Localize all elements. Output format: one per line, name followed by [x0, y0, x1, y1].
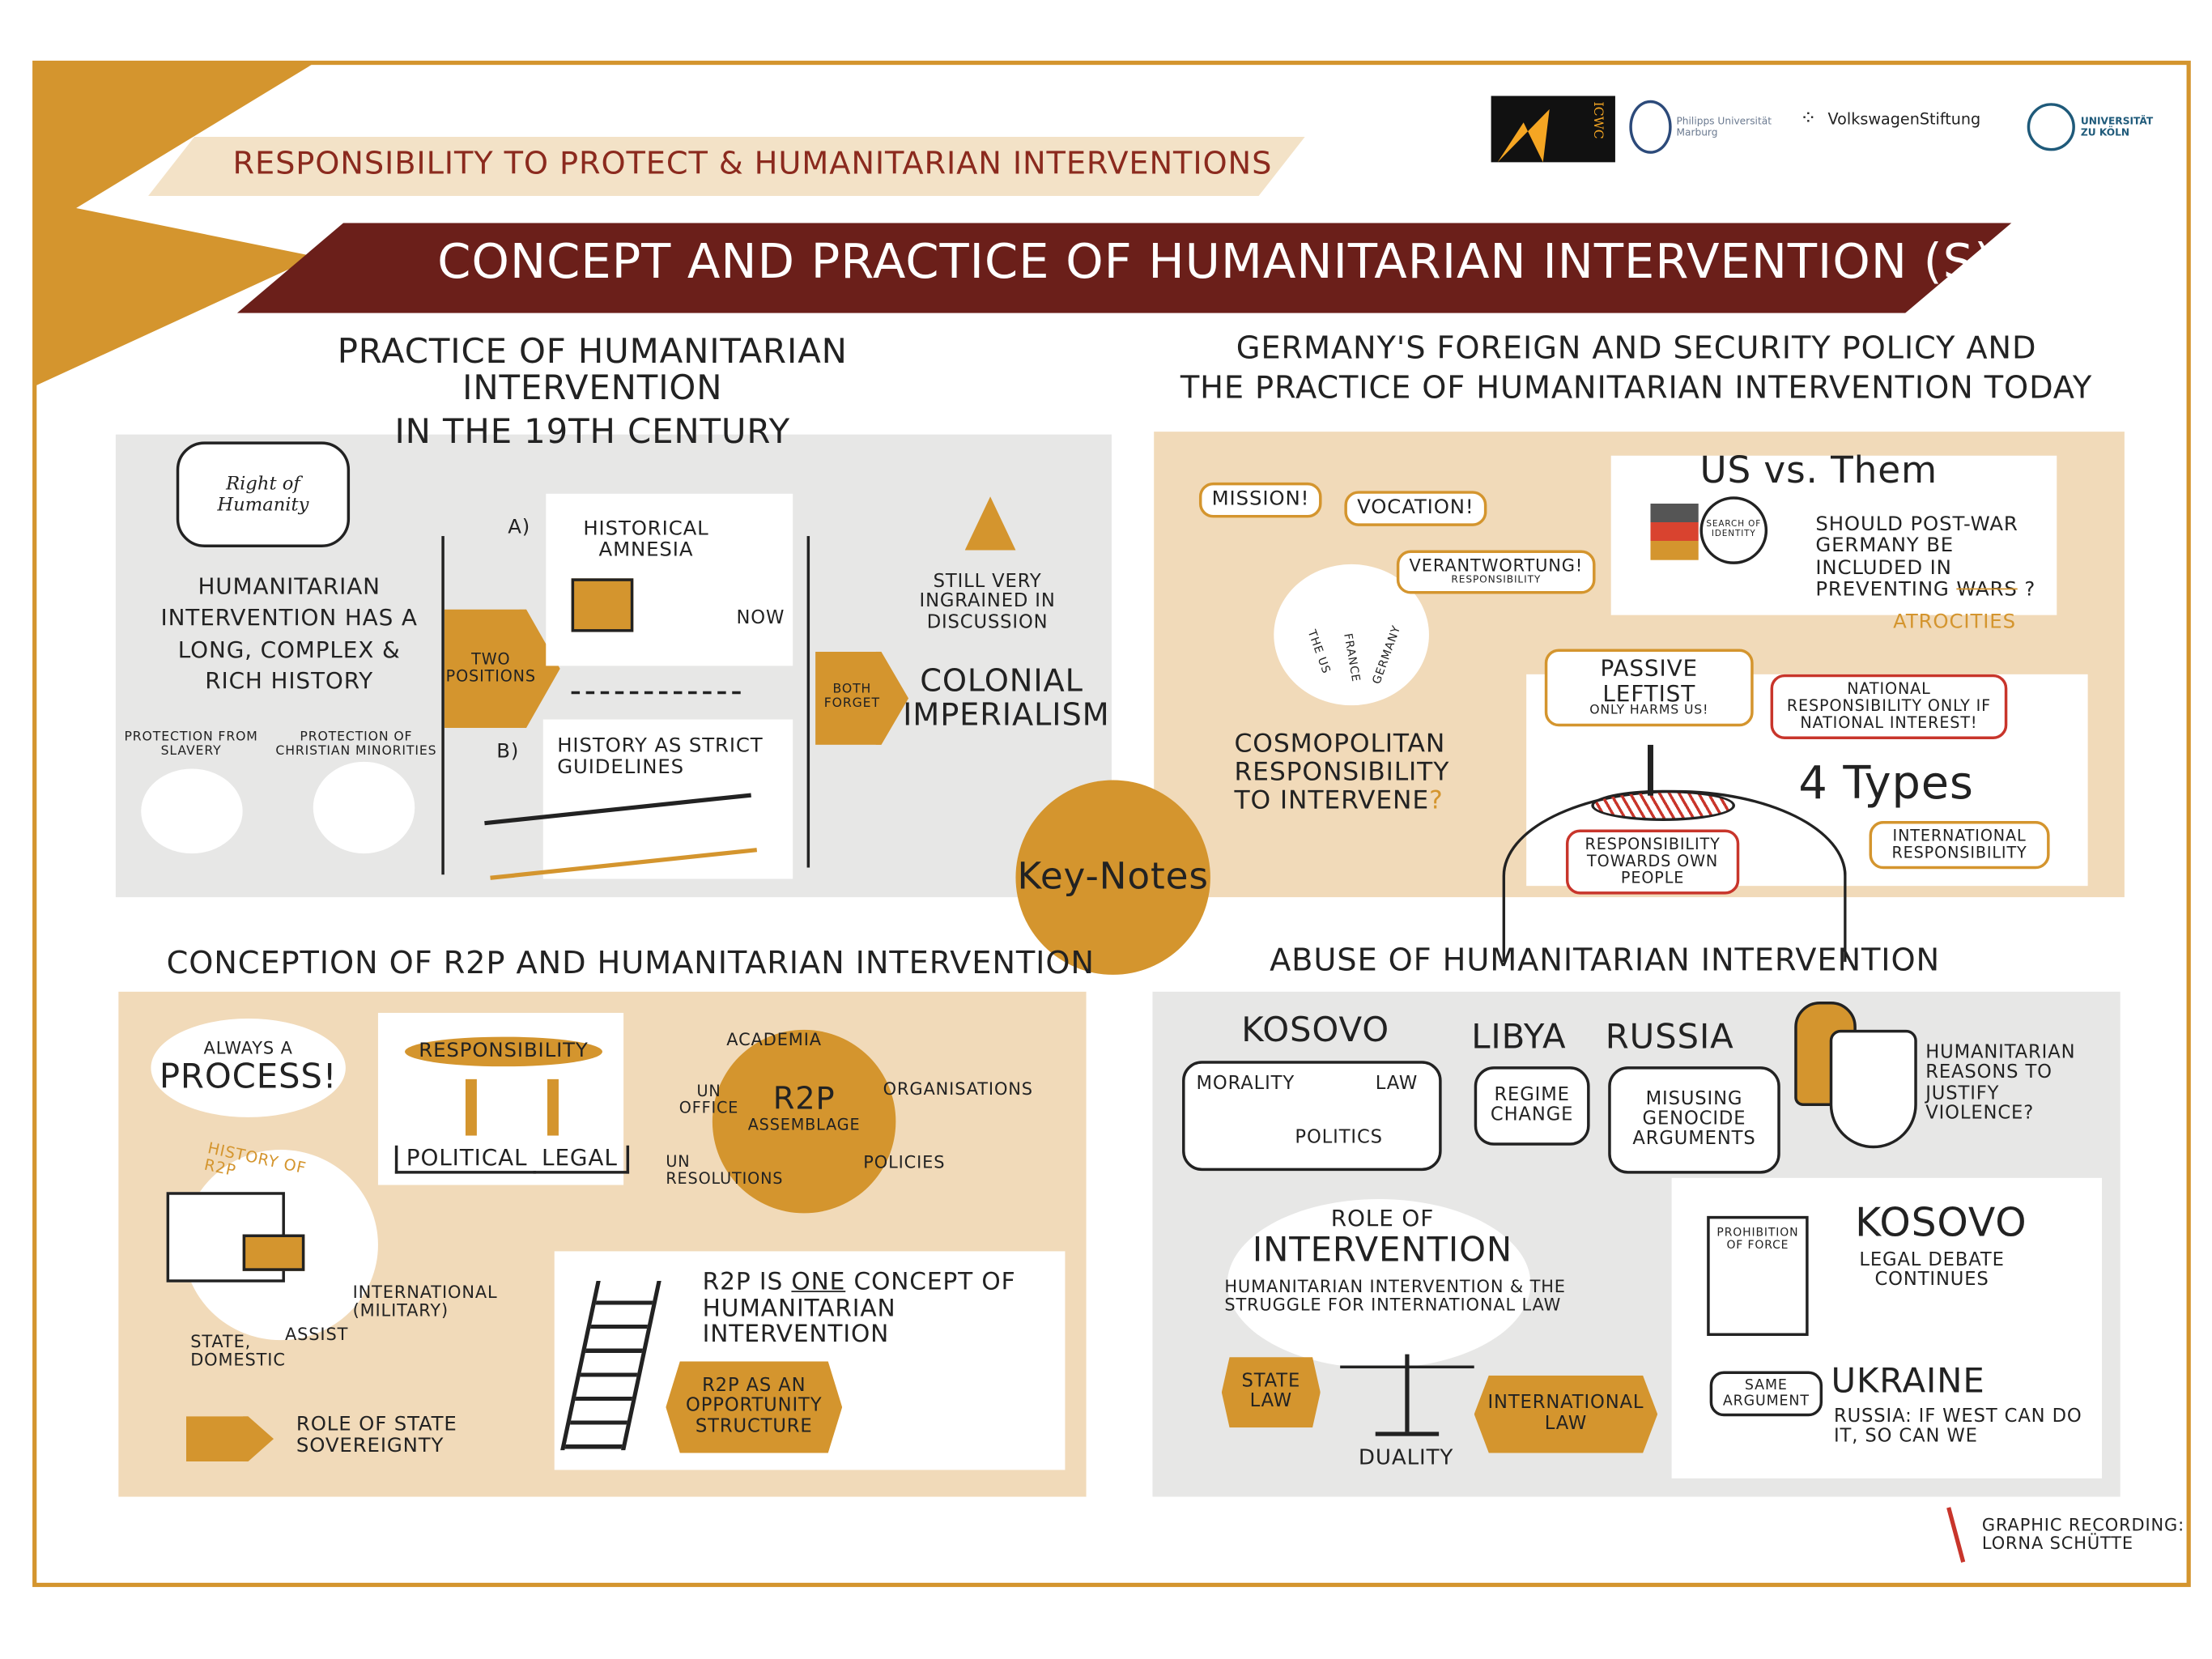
always-process-bubble: Always a Process! — [151, 1018, 346, 1117]
right-of-humanity-bubble: Right of Humanity — [176, 441, 351, 548]
kosovo-ukraine-box — [1671, 1177, 2103, 1478]
international-military: International (Military) — [352, 1282, 498, 1321]
mission-bubble: Mission! — [1198, 482, 1322, 519]
protection-slavery: Protection from slavery — [124, 730, 258, 759]
atrocities: Atrocities — [1893, 610, 2016, 634]
strict-guidelines: History as strict Guidelines — [557, 734, 764, 780]
scroll-scissors-icon — [571, 578, 634, 632]
page-title: Concept and Practice of Humanitarian Int… — [437, 234, 1994, 291]
red-hatched-ellipse — [1591, 789, 1736, 822]
standing-person-icon — [1648, 744, 1653, 796]
historical-amnesia: Historical Amnesia — [583, 517, 709, 563]
international-responsibility-bubble: International Responsibility — [1869, 821, 2050, 870]
search-of-identity-magnifier: Search of Identity — [1699, 496, 1768, 564]
organisations: Organisations — [883, 1078, 1033, 1100]
ukraine: Ukraine — [1831, 1361, 1985, 1402]
still-ingrained: Still very ingrained in discussion — [919, 571, 1056, 633]
us-vs-them: US vs. Them — [1699, 449, 1938, 493]
should-question: Should post-war Germany be included in p… — [1815, 513, 2036, 602]
same-argument-bubble: Same argument — [1709, 1371, 1823, 1417]
r2p-one-concept: R2P is one concept of Humanitarian Inter… — [702, 1268, 1016, 1350]
libya-label: Libya — [1471, 1017, 1567, 1057]
opportunity-structure: R2P as an Opportunity Structure — [666, 1361, 843, 1453]
politics: Politics — [1295, 1127, 1383, 1149]
logo-koeln: Universität zu Köln — [2027, 103, 2153, 151]
own-people-bubble: Responsibility towards own people — [1565, 829, 1740, 895]
q3-title: Conception of R2P and Humanitarian Inter… — [166, 946, 1095, 982]
political-label: Political — [394, 1146, 536, 1173]
title-bar — [236, 223, 2012, 313]
hand-shield-icon — [1794, 1002, 1921, 1157]
q2-title: Germany's Foreign and Security Policy an… — [1180, 331, 2093, 407]
role-of-intervention: Role of Intervention — [1252, 1204, 1513, 1270]
now-label: Now — [736, 607, 785, 630]
kosovo-2: Kosovo — [1855, 1198, 2027, 1246]
kosovo-label: Kosovo — [1241, 1010, 1390, 1050]
humanitarian-reasons: Humanitarian reasons to justify violence… — [1925, 1042, 2076, 1125]
christian-church-icon — [313, 761, 415, 854]
divider-line-2 — [806, 536, 810, 868]
q1-title: Practice of Humanitarian Intervention in… — [337, 331, 848, 452]
scales-icon — [1340, 1354, 1474, 1440]
responsibility-label: Responsibility — [405, 1036, 602, 1067]
role-sovereignty: Role of State Sovereignty — [296, 1413, 457, 1458]
divider-line — [441, 536, 445, 875]
r2p-assemblage-blob — [712, 1029, 896, 1214]
role-intervention-circle — [1227, 1198, 1531, 1369]
prohibition-of-force-doc: Prohibition of Force — [1707, 1215, 1809, 1336]
keynotes-badge: Key-Notes — [1015, 780, 1210, 975]
kosovo-box — [1182, 1061, 1442, 1172]
colonial-imperialism: Colonial Imperialism — [903, 664, 1110, 734]
misusing-genocide: Misusing Genocide Arguments — [1608, 1066, 1780, 1174]
passive-leftist-bubble: Passive Leftist only harms us! — [1544, 649, 1754, 727]
frame-border — [32, 60, 2191, 1588]
national-only-bubble: National responsibility only if national… — [1770, 674, 2008, 740]
academia: Academia — [726, 1029, 822, 1050]
un-office: UN Office — [678, 1082, 739, 1118]
banner-top-text: Responsibility to Protect & Humanitarian… — [232, 147, 1273, 182]
german-flag-icon — [1650, 504, 1699, 560]
policies: Policies — [863, 1152, 946, 1172]
four-types: 4 Types — [1798, 755, 1974, 810]
duality: Duality — [1358, 1444, 1454, 1470]
russia-quote: Russia: if West can do it, so can we — [1833, 1406, 2082, 1448]
state-law: State Law — [1221, 1357, 1321, 1428]
state-domestic: State, Domestic — [190, 1331, 286, 1371]
q4-title: Abuse of Humanitarian Intervention — [1270, 943, 1941, 980]
regime-change: Regime Change — [1474, 1066, 1590, 1146]
verantwortung-bubble: Verantwortung! Responsibility — [1396, 550, 1596, 594]
russia-label: Russia — [1605, 1017, 1734, 1057]
international-law: International Law — [1474, 1375, 1658, 1453]
banner-top — [147, 137, 1305, 197]
table-legs-icon — [465, 1078, 559, 1136]
credit: Graphic Recording: Lorna Schütte — [1981, 1515, 2185, 1554]
legal-debate: Legal debate continues — [1859, 1249, 2005, 1291]
logo-icwc: ICWC — [1491, 96, 1615, 163]
cosmopolitan-text: Cosmopolitan Responsibility to intervene… — [1234, 729, 1450, 815]
label-b: B) — [496, 740, 520, 764]
assist: Assist — [284, 1325, 349, 1345]
protection-christian: Protection of Christian minorities — [275, 730, 437, 759]
dashed-separator — [571, 691, 741, 695]
law: Law — [1375, 1073, 1419, 1095]
struggle-text: Humanitarian Intervention & the struggle… — [1224, 1276, 1566, 1316]
slavery-chain-icon — [141, 768, 243, 854]
morality: Morality — [1196, 1073, 1295, 1095]
history-text: Humanitarian Intervention has a long, co… — [160, 572, 418, 695]
logo-volkswagenstiftung: ⁘ VolkswagenStiftung — [1800, 107, 1981, 130]
strict-guidelines-box — [542, 719, 793, 879]
label-a: A) — [508, 516, 531, 539]
bricks-icon — [242, 1234, 305, 1271]
un-resolutions: UN Resolutions — [666, 1152, 784, 1189]
r2p-label: R2P Assemblage — [747, 1082, 861, 1135]
vocation-bubble: Vocation! — [1344, 491, 1487, 527]
legal-label: Legal — [533, 1146, 629, 1173]
logo-marburg: Philipps Universität Marburg — [1629, 100, 1784, 154]
